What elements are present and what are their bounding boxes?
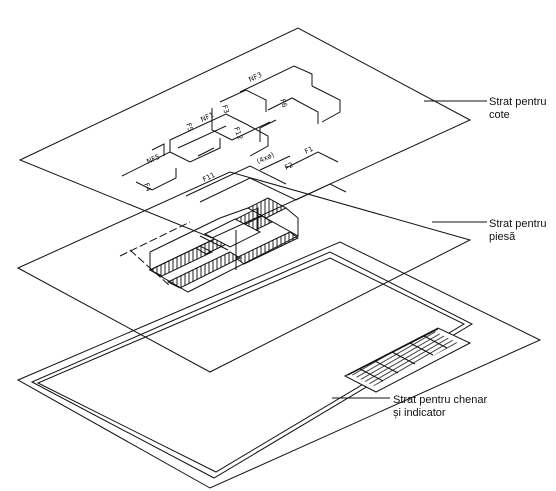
layer-chenar: [16, 241, 542, 489]
callout-strat-chenar: Strat pentru chenar și indicator: [393, 394, 487, 420]
callout-strat-cote-line1: Strat pentru: [489, 96, 547, 108]
callout-strat-piesa-line2: piesă: [489, 231, 516, 243]
callout-strat-chenar-line1: Strat pentru chenar: [393, 394, 488, 406]
dim-label-f5: F5: [184, 122, 194, 133]
dim-label-f6: F6: [278, 98, 289, 109]
layer-piesa: [16, 171, 472, 373]
chenar-frame-outer: [30, 251, 474, 479]
dim-label-f12: F12: [232, 126, 244, 141]
callout-strat-piesa-line1: Strat pentru: [489, 218, 547, 230]
leader-lines: [332, 100, 487, 399]
callout-strat-chenar-line2: și indicator: [393, 407, 446, 419]
chenar-frame-inner: [36, 257, 466, 473]
title-block: [343, 327, 472, 393]
callout-strat-cote-line2: cote: [489, 109, 510, 121]
part-section: [119, 197, 300, 293]
dim-label-nf1: NF1: [199, 111, 215, 124]
cote-sheet-outline: [18, 27, 472, 239]
dim-label-f4: F4: [142, 182, 153, 193]
dimension-lines: [121, 65, 347, 203]
piesa-sheet-outline: [16, 171, 472, 373]
dim-label-f2: F2: [283, 161, 294, 172]
dim-label-f3: F3: [220, 104, 230, 115]
dim-label-nf5: NF5: [145, 153, 161, 166]
layer-cote: [18, 27, 472, 239]
chenar-sheet-outline: [16, 241, 542, 489]
callout-strat-piesa: Strat pentru piesă: [489, 218, 546, 244]
callout-strat-cote: Strat pentru cote: [489, 96, 546, 122]
dimension-labels: NF1 NF3 NF5 F1 F2 F3 F4 F5 F6 F11 F12 (4…: [142, 71, 314, 193]
dim-label-f1: F1: [303, 145, 314, 156]
